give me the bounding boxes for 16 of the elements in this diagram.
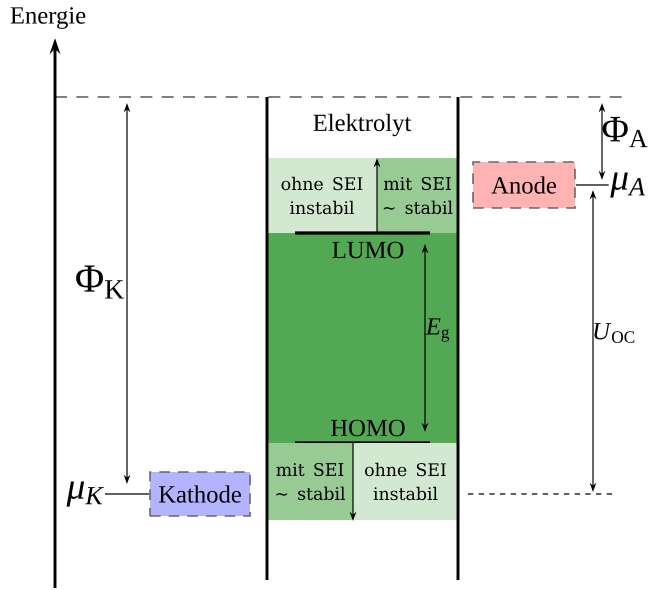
stability-region: ohne SEI instabil	[353, 443, 458, 520]
axis-label: Energie	[10, 7, 86, 29]
dimension-label: Φ$_{A}$	[602, 116, 648, 148]
stability-region: mit SEI ∼ stabil	[377, 158, 458, 233]
potential-symbol: μ$_{A}$	[610, 172, 646, 198]
connector-line	[105, 493, 150, 495]
connector-line	[576, 184, 609, 186]
region-title: Elektrolyt	[313, 114, 412, 136]
dimension-label: E$_{g}$	[426, 318, 450, 342]
potential-symbol: μ$_{K}$	[66, 481, 104, 507]
stability-region: mit SEI ∼ stabil	[267, 443, 353, 520]
dimension-label: U$_{OC}$	[594, 323, 634, 343]
dimension-label: Φ$_{K}$	[76, 265, 124, 299]
electrode-box: Kathode	[149, 471, 251, 517]
electrode-box: Anode	[472, 161, 576, 209]
stability-region: ohne SEI instabil	[267, 158, 377, 233]
